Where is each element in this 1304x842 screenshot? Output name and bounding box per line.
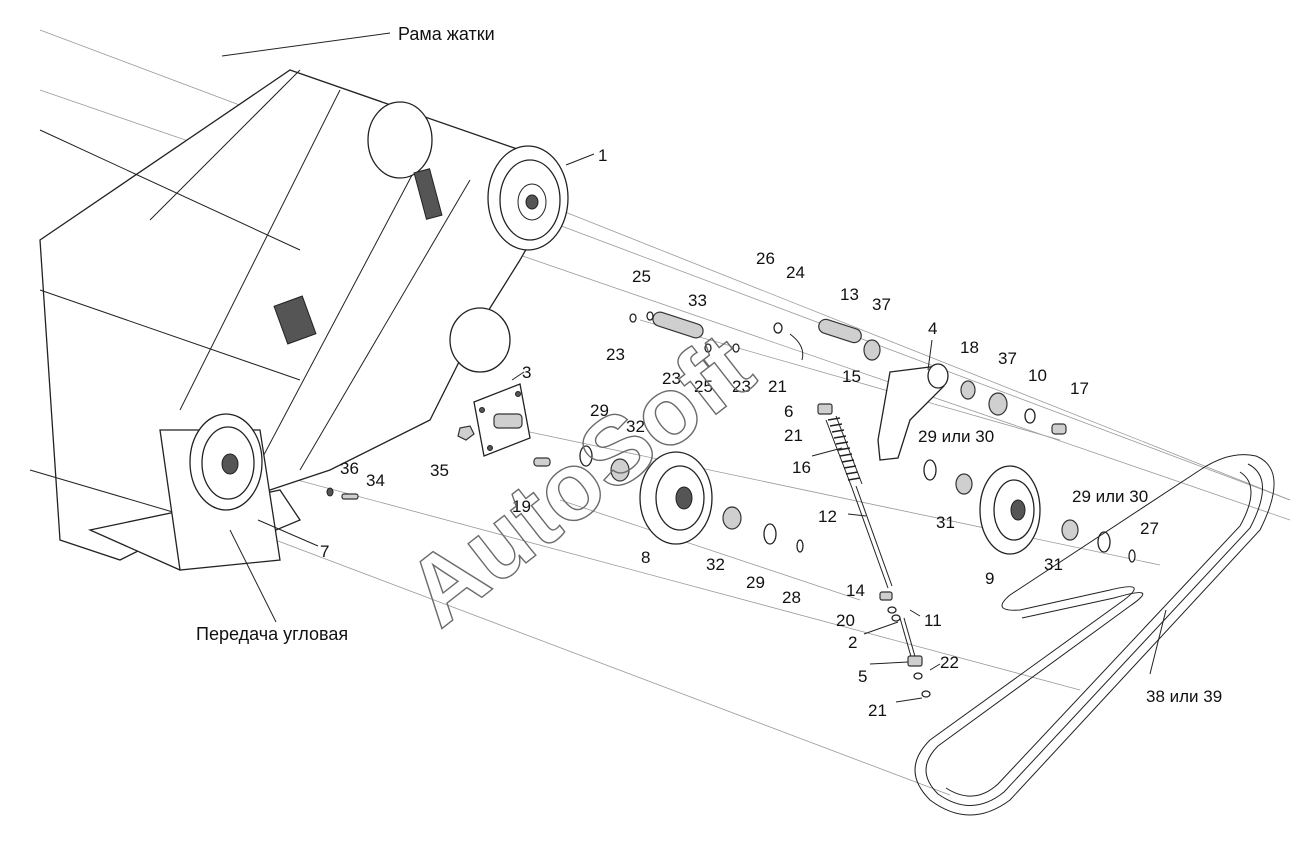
callout-4: 4 bbox=[928, 319, 937, 338]
callout-29-a: 29 bbox=[590, 401, 609, 420]
callout-23-a: 23 bbox=[606, 345, 625, 364]
callout-31-a: 31 bbox=[936, 513, 955, 532]
callout-37-a: 37 bbox=[872, 295, 891, 314]
callout-38-or-39: 38 или 39 bbox=[1146, 687, 1222, 706]
callout-35: 35 bbox=[430, 461, 449, 480]
callout-14: 14 bbox=[846, 581, 865, 600]
callout-12: 12 bbox=[818, 507, 837, 526]
caption-frame: Рама жатки bbox=[398, 24, 495, 44]
pulley-8 bbox=[639, 451, 713, 545]
callout-17: 17 bbox=[1070, 379, 1089, 398]
callout-29-or-30-a: 29 или 30 bbox=[918, 427, 994, 446]
callout-32-b: 32 bbox=[706, 555, 725, 574]
callout-2: 2 bbox=[848, 633, 857, 652]
callout-21-c: 21 bbox=[868, 701, 887, 720]
caption-angular-gear: Передача угловая bbox=[196, 624, 348, 644]
callout-23-b: 23 bbox=[662, 369, 681, 388]
callout-6: 6 bbox=[784, 402, 793, 421]
callout-25-a: 25 bbox=[632, 267, 651, 286]
callout-20: 20 bbox=[836, 611, 855, 630]
spring-assembly bbox=[817, 403, 923, 667]
leader-lines bbox=[221, 32, 1167, 703]
v-belt-38 bbox=[914, 454, 1275, 816]
callout-29-b: 29 bbox=[746, 573, 765, 592]
callout-32-a: 32 bbox=[626, 417, 645, 436]
callout-19: 19 bbox=[512, 497, 531, 516]
callout-24: 24 bbox=[786, 263, 805, 282]
callout-37-b: 37 bbox=[998, 349, 1017, 368]
gear-pulley bbox=[189, 413, 263, 511]
callout-15: 15 bbox=[842, 367, 861, 386]
callout-10: 10 bbox=[1028, 366, 1047, 385]
callout-13: 13 bbox=[840, 285, 859, 304]
header-frame bbox=[29, 69, 561, 571]
callout-7: 7 bbox=[320, 542, 329, 561]
callout-5: 5 bbox=[858, 667, 867, 686]
pulley-9 bbox=[979, 465, 1041, 555]
small-parts bbox=[326, 311, 1136, 698]
callout-29-or-30-b: 29 или 30 bbox=[1072, 487, 1148, 506]
callout-22: 22 bbox=[940, 653, 959, 672]
callout-36: 36 bbox=[340, 459, 359, 478]
callout-34: 34 bbox=[366, 471, 385, 490]
callout-21-b: 21 bbox=[784, 426, 803, 445]
callout-33: 33 bbox=[688, 291, 707, 310]
callout-3: 3 bbox=[522, 363, 531, 382]
callout-27: 27 bbox=[1140, 519, 1159, 538]
callout-16: 16 bbox=[792, 458, 811, 477]
callout-9: 9 bbox=[985, 569, 994, 588]
callout-28: 28 bbox=[782, 588, 801, 607]
callout-23-c: 23 bbox=[732, 377, 751, 396]
callout-11: 11 bbox=[924, 611, 942, 630]
pulley-1 bbox=[487, 145, 569, 251]
callout-25-b: 25 bbox=[694, 377, 713, 396]
callout-18: 18 bbox=[960, 338, 979, 357]
arm-4 bbox=[877, 363, 949, 461]
callout-31-b: 31 bbox=[1044, 555, 1063, 574]
callout-1: 1 bbox=[598, 146, 607, 165]
callout-26: 26 bbox=[756, 249, 775, 268]
callout-8: 8 bbox=[641, 548, 650, 567]
callout-21-a: 21 bbox=[768, 377, 787, 396]
bracket-3 bbox=[473, 383, 531, 457]
